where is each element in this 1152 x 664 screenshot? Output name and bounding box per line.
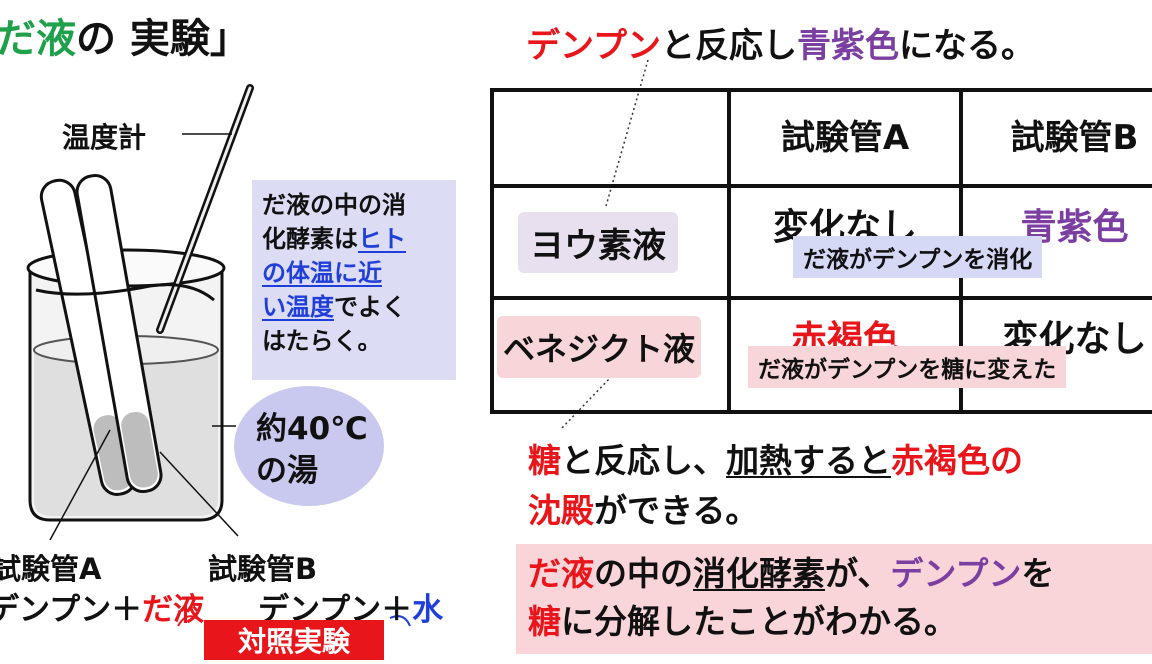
note-text-7: はたらく。	[262, 327, 382, 355]
concl-text-8: に分解したことがわかる。	[561, 602, 957, 641]
mix-a: デンプン＋だ液	[0, 584, 204, 629]
note-text-6: でよく	[334, 293, 406, 321]
iodine-note: だ液がデンプンを消化	[793, 236, 1043, 278]
holder-wire	[35, 283, 215, 302]
sugar-reaction-text: 糖と反応し、加熱すると赤褐色の沈殿ができる。	[528, 436, 1148, 536]
precipitate-word: 沈殿	[528, 491, 594, 530]
title-rest: の 実験」	[76, 15, 250, 62]
mix-a-saliva: だ液	[142, 592, 205, 628]
note-temperature: い温度	[262, 293, 334, 321]
water-temp: 約40℃	[256, 411, 368, 447]
table-corner	[490, 88, 731, 188]
page-title: だ液の 実験」	[0, 6, 250, 64]
row-label-cell: ヨウ素液	[490, 184, 731, 300]
concl-text-4: が、	[825, 554, 891, 593]
control-arrow-right	[389, 615, 411, 627]
iodine-label: ヨウ素液	[518, 212, 678, 273]
leader-tube-a	[49, 429, 111, 541]
sugar-react: と反応し、	[561, 441, 726, 480]
mix-b-water: 水	[412, 592, 444, 628]
sugar-word: 糖	[528, 441, 561, 480]
note-line-1: だ液の中の消	[262, 191, 406, 219]
starch-reaction-line: デンプンと反応し青紫色になる。	[526, 18, 1035, 67]
note-body-temp: の体温に近	[262, 259, 382, 287]
benedict-note: だ液がデンプンを糖に変えた	[748, 346, 1067, 388]
row-label-cell: ベネジクト液	[490, 296, 731, 414]
control-experiment-label: 対照実験	[204, 620, 384, 660]
control-arrow-left	[177, 615, 197, 627]
starch-word: デンプン	[526, 26, 661, 66]
concl-sugar: 糖	[528, 602, 561, 641]
water-label: の湯	[256, 453, 318, 489]
table-header-row: 試験管A 試験管B	[490, 88, 1152, 188]
tube-b-label: 試験管B	[208, 552, 318, 586]
apparatus-drawing	[26, 59, 649, 627]
blue-purple-word: 青紫色	[796, 26, 899, 66]
heat-text: 加熱すると	[726, 441, 891, 480]
tube-a-label: 試験管A	[0, 552, 102, 586]
thermometer-label: 温度計	[62, 121, 147, 154]
concl-saliva: だ液	[528, 554, 594, 593]
note-text-2: 化酵素は	[262, 225, 358, 253]
saliva-enzyme-note: だ液の中の消 化酵素はヒト の体温に近 い温度でよく はたらく。	[252, 180, 456, 380]
concl-starch: デンプン	[890, 554, 1022, 593]
forms-text: ができる。	[594, 491, 759, 530]
tube-b	[75, 174, 163, 494]
header-tube-b: 試験管B	[959, 88, 1152, 188]
concl-text-2: の中の	[594, 554, 693, 593]
header-tube-a: 試験管A	[727, 88, 963, 188]
concl-enzyme: 消化酵素	[693, 554, 825, 593]
note-human: ヒト	[358, 225, 406, 253]
conclusion-box: だ液の中の消化酵素が、デンプンを糖に分解したことがわかる。	[516, 544, 1152, 654]
become-text: になる。	[898, 26, 1035, 66]
leader-tube-b	[159, 451, 239, 537]
hot-water-bubble: 約40℃ の湯	[234, 386, 384, 506]
benedict-label: ベネジクト液	[497, 316, 702, 378]
title-saliva: だ液	[0, 15, 76, 62]
red-brown-word: 赤褐色の	[891, 441, 1023, 480]
react-text: と反応し	[660, 26, 797, 66]
mix-a-starch: デンプン＋	[0, 592, 143, 628]
concl-text-6: を	[1021, 554, 1055, 593]
